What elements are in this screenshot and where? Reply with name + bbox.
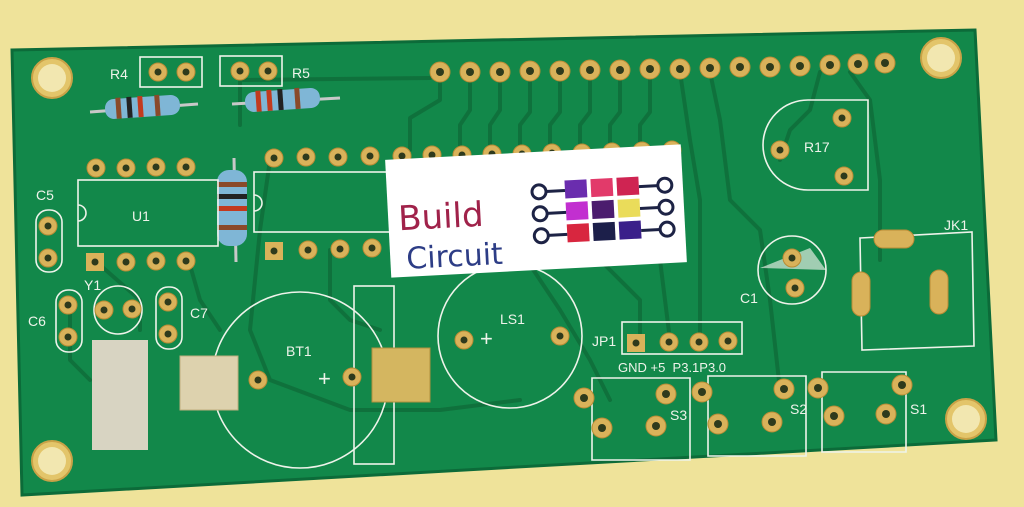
label-jp1-pins: GND +5 P3.1P3.0 [618,360,726,375]
switch-s2 [691,375,807,457]
logo-chip-icon [530,176,676,245]
label-ls1: LS1 [500,311,525,327]
switch-s1 [807,371,913,453]
label-jp1: JP1 [592,333,616,349]
u1-footprint [77,157,219,272]
jk1-jack [851,229,975,351]
label-u1: U1 [132,208,150,224]
label-y1: Y1 [84,277,101,293]
label-c5: C5 [36,187,54,203]
resistor-r5 [231,87,341,112]
label-s3: S3 [670,407,687,423]
logo-word-build: Build [397,195,484,239]
label-bt1: BT1 [286,343,312,359]
label-c6: C6 [28,313,46,329]
label-c1: C1 [740,290,758,306]
label-c7: C7 [190,305,208,321]
label-jk1: JK1 [944,217,968,233]
pcb-board-shade [10,28,998,497]
label-ls1-plus: + [480,326,493,351]
resistor-r4 [89,94,199,119]
logo-word-circuit: Circuit [405,237,503,277]
smd-pad-large [92,340,148,450]
label-r17: R17 [804,139,830,155]
label-r4: R4 [110,66,128,82]
label-s2: S2 [790,401,807,417]
build-circuit-logo-sticker: Build Circuit [385,144,687,278]
mounting-holes [31,37,987,482]
header-connector-top [429,52,896,83]
c1-capacitor [757,235,827,305]
resistor-vertical [217,157,247,263]
label-s1: S1 [910,401,927,417]
label-r5: R5 [292,65,310,81]
r17-trimmer [762,99,869,191]
switch-s3 [573,377,691,461]
label-bt1-plus: + [318,366,331,391]
bt1-battery-holder [179,285,431,469]
